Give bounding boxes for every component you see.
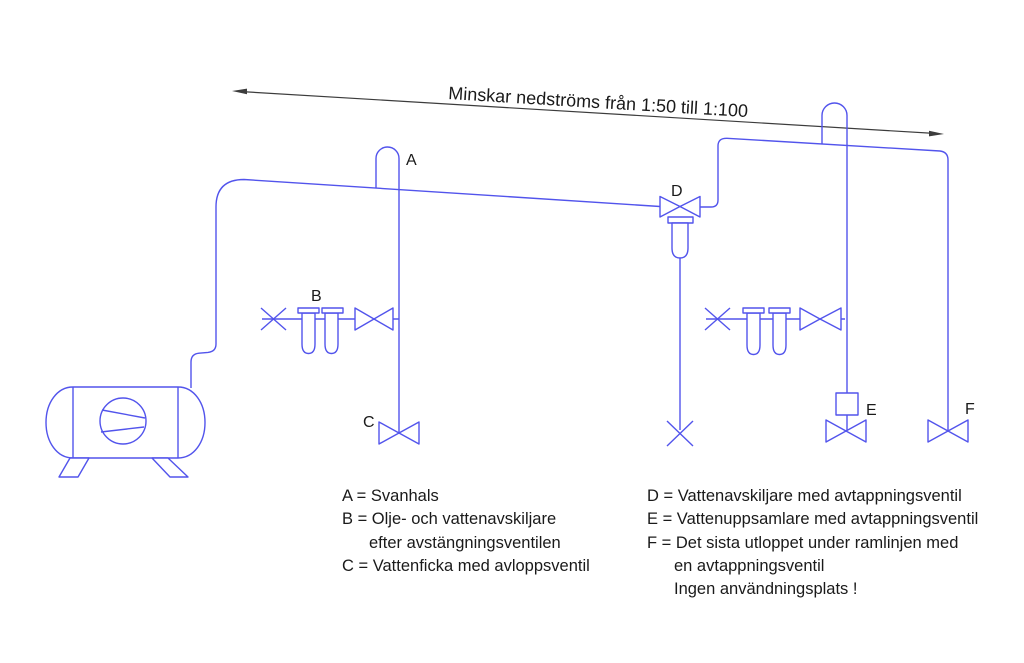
water-collector-e — [825, 392, 867, 443]
separator-trap-e-1 — [742, 307, 765, 356]
dimension-arrow-line — [239, 90, 937, 135]
legend-item-f: F = Det sista utloppet under ramlinjen m… — [647, 533, 959, 552]
tank-fan-blade-bottom — [100, 426, 145, 433]
endcap-x-d-icon — [666, 420, 694, 447]
main-line-segment-1 — [190, 178, 661, 388]
label-e: E — [866, 402, 877, 419]
arrowhead-left-icon — [232, 88, 247, 95]
water-separator-d — [659, 195, 701, 447]
branch-b-group — [260, 307, 399, 355]
label-a: A — [406, 152, 417, 169]
separator-d-bowl — [671, 222, 689, 259]
gooseneck-a-drop-pipe — [375, 146, 400, 433]
scale-annotation-text: Minskar nedströms från 1:50 till 1:100 — [448, 83, 749, 121]
tank-fan-circle — [99, 397, 147, 445]
gooseneck-e-drop-pipe — [821, 102, 848, 393]
legend-item-b: B = Olje- och vattenavskiljare — [342, 510, 557, 529]
shutoff-valve-b-icon — [354, 307, 394, 331]
label-d: D — [671, 183, 683, 200]
tank-fan-blade-top — [101, 409, 146, 419]
compressor-tank — [45, 386, 206, 478]
tank-leg-left — [58, 457, 90, 478]
separator-trap-b-1 — [297, 307, 320, 355]
shutoff-valve-e-branch-icon — [799, 307, 842, 331]
legend-item-a: A = Svanhals — [342, 487, 439, 505]
main-line-segment-2 — [700, 137, 949, 431]
separator-d-flange — [667, 216, 694, 224]
label-f: F — [965, 401, 975, 418]
legend-item-b-cont: efter avstängningsventilen — [369, 533, 561, 552]
label-c: C — [363, 414, 375, 431]
endcap-x-e-icon — [704, 307, 731, 331]
legend-item-c: C = Vattenficka med avloppsventil — [342, 556, 590, 575]
separator-trap-e-2 — [768, 307, 791, 356]
legend-right: D = Vattenavskiljare med avtappningsvent… — [647, 485, 978, 601]
branch-e-group — [704, 307, 845, 356]
tank-leg-right — [151, 457, 189, 478]
endcap-x-b-icon — [260, 307, 287, 331]
legend-item-f-cont-2: Ingen användningsplats ! — [674, 580, 858, 599]
arrowhead-right-icon — [929, 130, 944, 137]
drain-valve-e-icon — [825, 419, 867, 443]
legend-item-e: E = Vattenuppsamlare med avtappningsvent… — [647, 510, 979, 529]
drain-valve-c-icon — [378, 421, 420, 445]
legend-left: A = Svanhals B = Olje- och vattenavskilj… — [342, 485, 590, 578]
scale-annotation-group: Minskar nedströms från 1:50 till 1:100 — [232, 83, 944, 137]
collector-box-e — [835, 392, 859, 416]
legend-item-f-cont-1: en avtappningsventil — [674, 556, 825, 575]
legend-item-d: D = Vattenavskiljare med avtappningsvent… — [647, 487, 962, 505]
separator-trap-b-2 — [321, 307, 344, 355]
drain-valve-f-icon — [927, 419, 969, 443]
label-b: B — [311, 288, 322, 305]
